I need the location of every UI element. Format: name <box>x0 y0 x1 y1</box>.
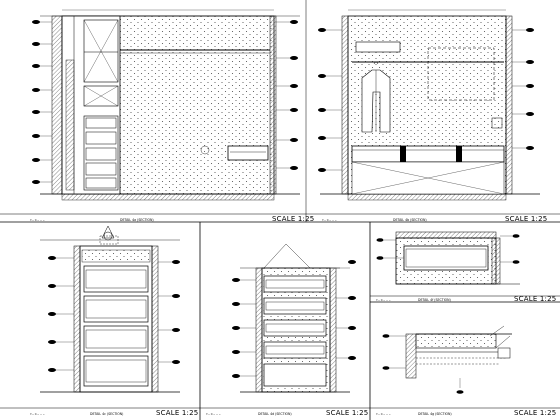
ref-note: Y:~ C:~ ~ ~ <box>376 299 391 302</box>
panel-1-scale: SCALE 1:25 <box>272 215 314 223</box>
panel-1-wardrobe-elevation <box>32 9 300 201</box>
panel-3-drawer-section <box>40 225 180 393</box>
ref-note: Y:~ C:~ ~ ~ <box>322 219 337 222</box>
panel-3-title: DETAIL 4c (SECTION) <box>90 412 123 416</box>
coat-drawing <box>361 69 391 133</box>
ref-note: Y:~ C:~ ~ ~ <box>30 413 45 416</box>
panel-2-hanging-elevation <box>318 9 540 201</box>
ref-note: Y:~ C:~ ~ ~ <box>376 413 391 416</box>
panel-5-drawer-detail <box>376 231 520 285</box>
panel-6-title: DETAIL 4g (SECTION) <box>418 412 452 416</box>
panel-5-title: DETAIL 4f (SECTION) <box>418 298 451 302</box>
ref-note: Y:~ C:~ ~ ~ <box>206 413 221 416</box>
panel-3-scale: SCALE 1:25 <box>156 409 198 417</box>
ref-note: Y:~ C:~ ~ ~ <box>30 219 45 222</box>
panel-2-title: DETAIL 4b (SECTION) <box>393 218 427 222</box>
panel-2-scale: SCALE 1:25 <box>505 215 547 223</box>
panel-1-title: DETAIL 4a (SECTION) <box>120 218 154 222</box>
panel-5-scale: SCALE 1:25 <box>514 295 556 303</box>
panel-titles: Y:~ C:~ ~ ~ DETAIL 4a (SECTION) SCALE 1:… <box>30 215 556 417</box>
panel-4-drawer-section <box>232 243 356 393</box>
panel-6-shelf-detail <box>382 325 512 394</box>
panel-4-title: DETAIL 4d (SECTION) <box>258 412 292 416</box>
panel-4-scale: SCALE 1:25 <box>326 409 368 417</box>
panel-6-scale: SCALE 1:25 <box>514 409 556 417</box>
